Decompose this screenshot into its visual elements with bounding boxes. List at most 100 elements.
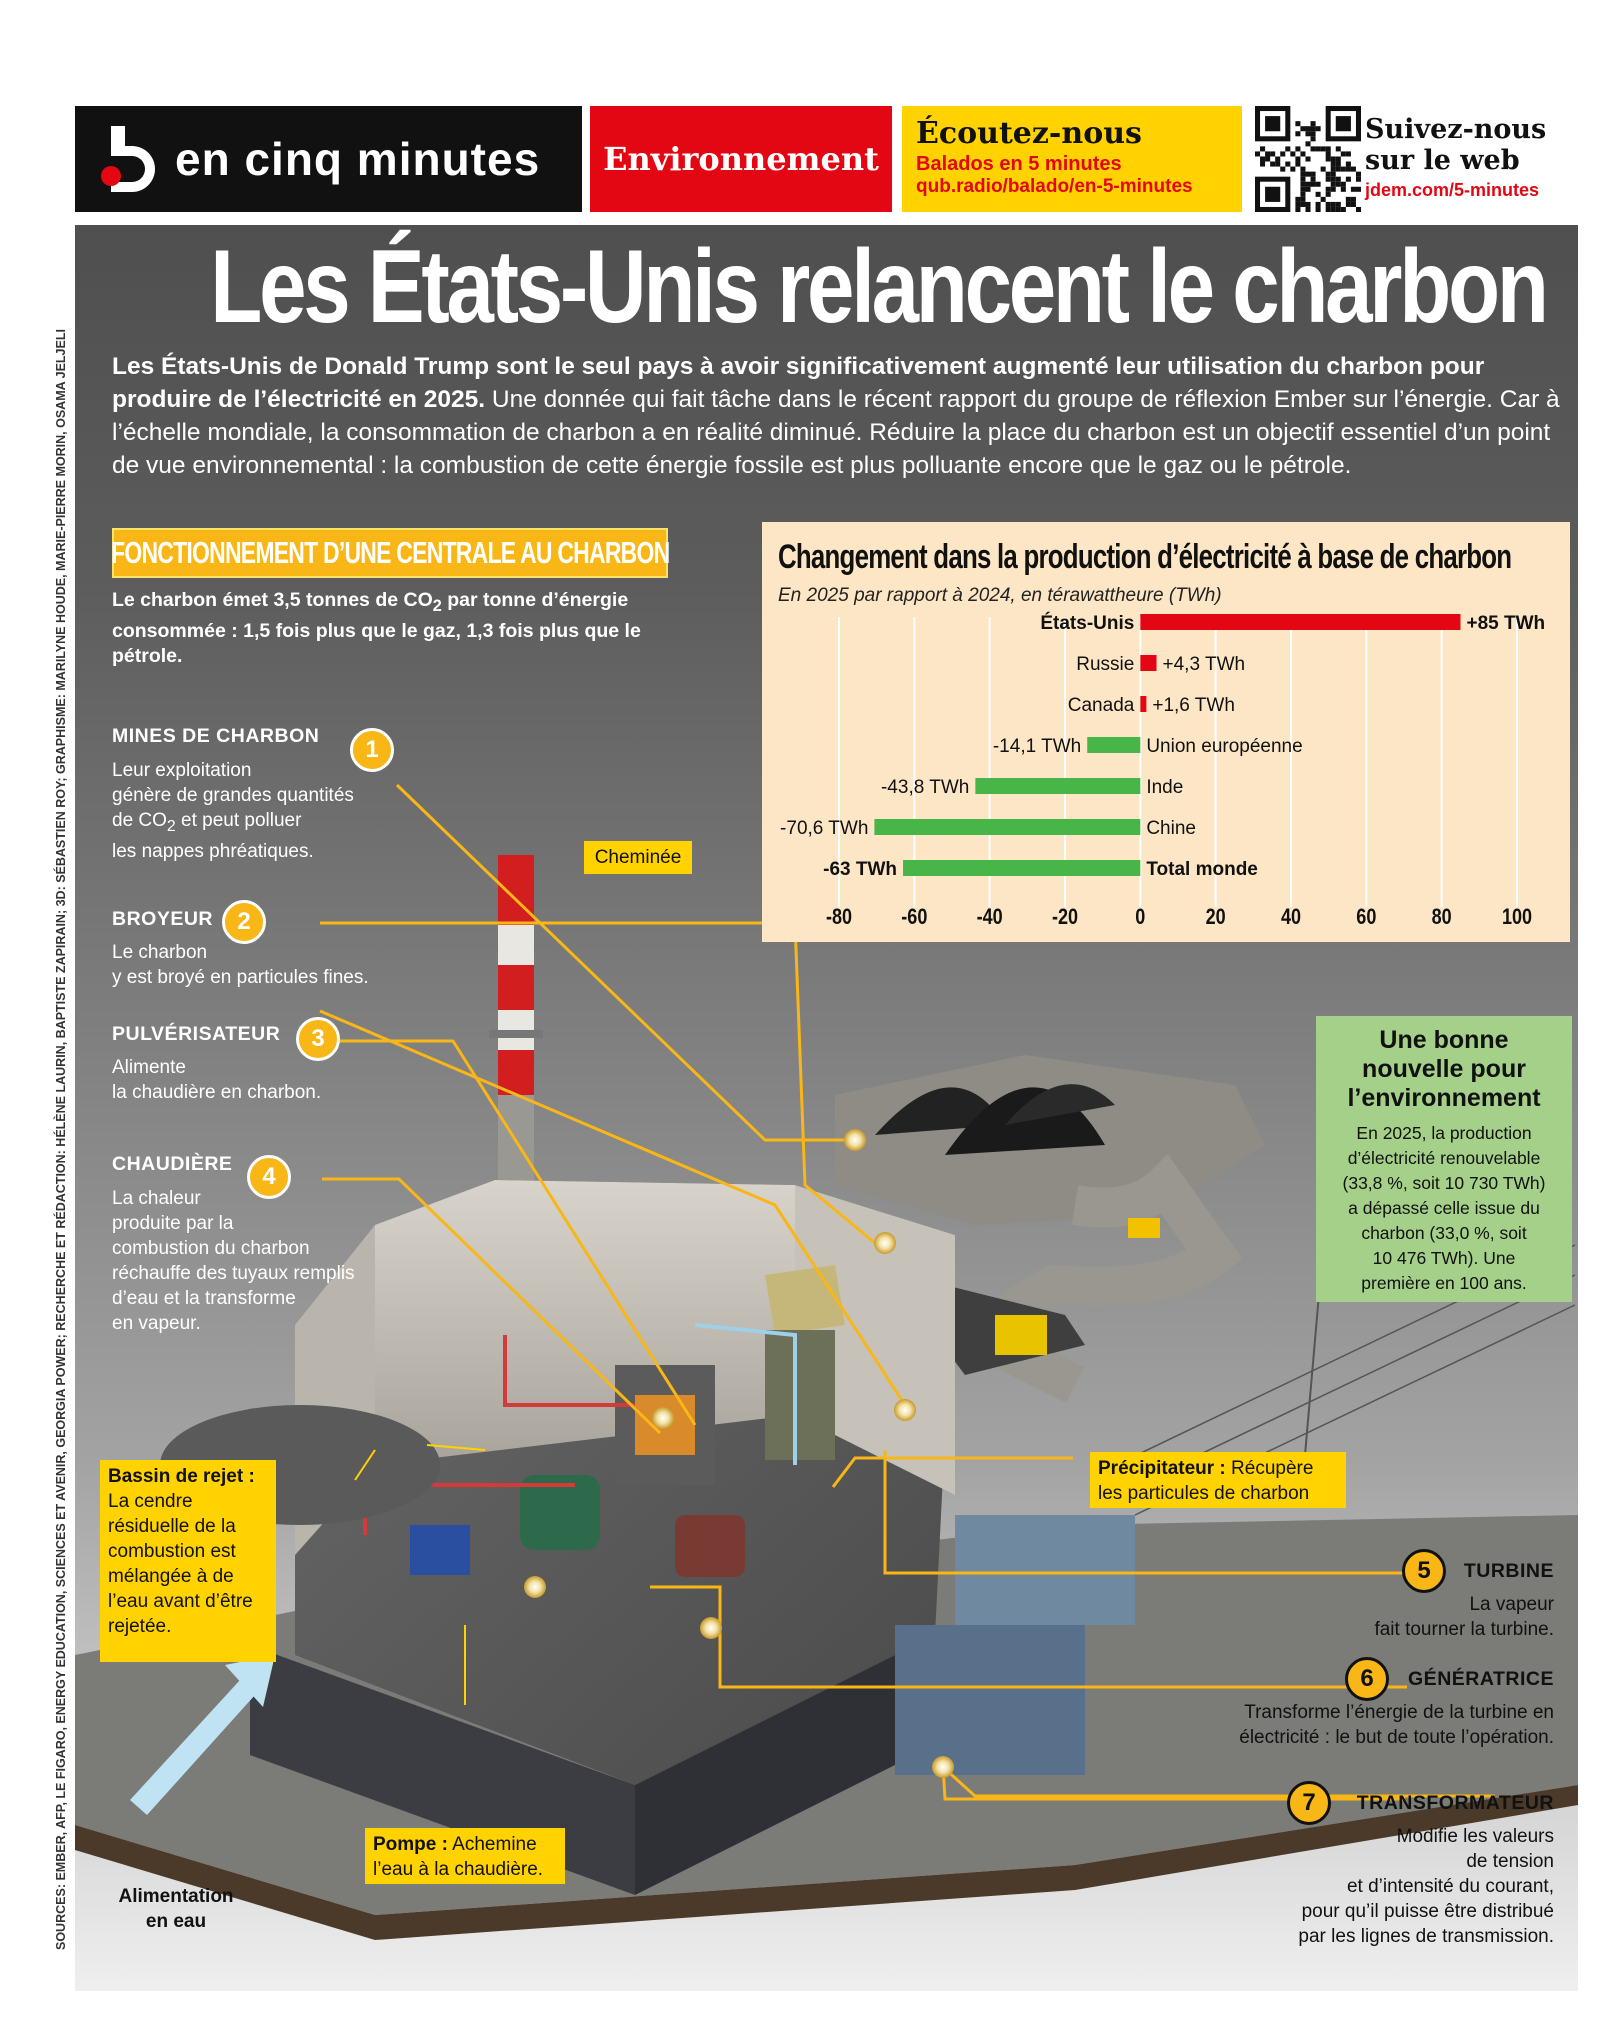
chart-panel bbox=[762, 522, 1570, 942]
step-2-text: Le charbon y est broyé en particules fin… bbox=[112, 940, 432, 990]
category-label: Chine bbox=[1146, 818, 1196, 839]
intro-bold: Les États-Unis de Donald Trump sont le s… bbox=[112, 353, 1485, 413]
value-label: +85 TWh bbox=[1467, 613, 1546, 634]
x-tick-label: -20 bbox=[1052, 905, 1078, 929]
bar bbox=[1140, 655, 1157, 671]
step-6-title: GÉNÉRATRICE bbox=[1408, 1668, 1554, 1690]
step-5-badge: 5 bbox=[1402, 1549, 1446, 1593]
section-label[interactable]: Environnement bbox=[590, 106, 892, 212]
listen-title: Écoutez-nous bbox=[916, 116, 1142, 151]
step-2-badge: 2 bbox=[222, 900, 266, 944]
chimney-label: Cheminée bbox=[584, 841, 692, 874]
brand-logo-icon bbox=[101, 124, 161, 194]
precip-text-1: Récupère bbox=[1225, 1458, 1314, 1479]
brand-banner[interactable]: en cinq minutes bbox=[75, 106, 582, 212]
step-7-line: par les lignes de transmission. bbox=[1298, 1926, 1554, 1947]
value-label: -43,8 TWh bbox=[881, 777, 969, 798]
step-1-line-e: les nappes phréatiques. bbox=[112, 840, 314, 862]
precip-bold: Précipitateur : bbox=[1098, 1458, 1226, 1479]
qr-code-icon[interactable] bbox=[1255, 106, 1361, 212]
basin-line: résiduelle de la bbox=[108, 1516, 236, 1537]
listen-url[interactable]: qub.radio/balado/en-5-minutes bbox=[916, 176, 1193, 197]
listen-box[interactable]: Écoutez-nous Balados en 5 minutes qub.ra… bbox=[902, 106, 1242, 212]
value-label: +1,6 TWh bbox=[1152, 695, 1235, 716]
basin-line: mélangée à de bbox=[108, 1566, 234, 1587]
category-label: Union européenne bbox=[1146, 736, 1302, 757]
good-news-title-line: l’environnement bbox=[1347, 1084, 1541, 1112]
category-label: Inde bbox=[1146, 777, 1183, 798]
step-1-text: Leur exploitation génère de grandes quan… bbox=[112, 758, 412, 864]
step-7-line: pour qu’il puisse être distribué bbox=[1301, 1901, 1554, 1922]
step-5-text: La vapeur fait tourner la turbine. bbox=[1200, 1592, 1554, 1642]
step-2-title: BROYEUR bbox=[112, 908, 214, 930]
good-news-title-line: nouvelle pour bbox=[1362, 1055, 1526, 1083]
pump-label: Pompe : Achemine l’eau à la chaudière. bbox=[365, 1828, 565, 1884]
step-3-text: Alimente la chaudière en charbon. bbox=[112, 1055, 432, 1105]
co2-subscript: 2 bbox=[432, 596, 442, 615]
functioning-desc-1: Le charbon émet 3,5 tonnes de CO bbox=[112, 589, 433, 611]
follow-box[interactable]: Suivez-nous sur le web jdem.com/5-minute… bbox=[1365, 114, 1565, 201]
good-news-title: Une bonne nouvelle pour l’environnement bbox=[1328, 1026, 1560, 1113]
good-news-line: d’électricité renouvelable bbox=[1347, 1148, 1541, 1168]
step-3-title: PULVÉRISATEUR bbox=[112, 1023, 281, 1045]
good-news-line: charbon (33,0 %, soit bbox=[1361, 1223, 1527, 1243]
brand-name: en cinq minutes bbox=[175, 133, 541, 185]
follow-line2: sur le web bbox=[1365, 145, 1520, 176]
step-4-line: produite par la bbox=[112, 1213, 234, 1234]
step-5-title: TURBINE bbox=[1463, 1560, 1554, 1582]
step-6-line: électricité : le but de toute l’opératio… bbox=[1239, 1727, 1554, 1748]
precipitator-label: Précipitateur : Récupère les particules … bbox=[1090, 1452, 1346, 1508]
value-label: -70,6 TWh bbox=[780, 818, 868, 839]
good-news-text: En 2025, la production d’électricité ren… bbox=[1328, 1121, 1560, 1296]
step-2-line-a: Le charbon bbox=[112, 942, 208, 963]
x-tick-label: -60 bbox=[901, 905, 927, 929]
good-news-line: 10 476 TWh). Une bbox=[1372, 1248, 1516, 1268]
article-intro: Les États-Unis de Donald Trump sont le s… bbox=[112, 350, 1562, 482]
good-news-line: (33,8 %, soit 10 730 TWh) bbox=[1342, 1173, 1546, 1193]
step-2-line-b: y est broyé en particules fines. bbox=[112, 967, 369, 988]
good-news-line: première en 100 ans. bbox=[1361, 1273, 1527, 1293]
value-label: -63 TWh bbox=[823, 859, 897, 880]
category-label: Total monde bbox=[1146, 859, 1258, 880]
x-tick-label: 20 bbox=[1206, 905, 1226, 929]
step-7-line: de tension bbox=[1466, 1851, 1554, 1872]
step-7-text: Modifie les valeurs de tension et d’inte… bbox=[1150, 1824, 1554, 1949]
value-label: +4,3 TWh bbox=[1163, 654, 1246, 675]
water-line: Alimentation bbox=[118, 1886, 234, 1907]
functioning-desc: Le charbon émet 3,5 tonnes de CO2 par to… bbox=[112, 588, 672, 669]
water-supply-label: Alimentation en eau bbox=[106, 1884, 246, 1934]
intro-rest: Une donnée qui fait tâche dans le récent… bbox=[112, 386, 1560, 479]
step-4-text: La chaleur produite par la combustion du… bbox=[112, 1186, 432, 1336]
functioning-desc-2: par tonne d’énergie consommée : 1,5 fois… bbox=[112, 589, 641, 667]
chart-subtitle: En 2025 par rapport à 2024, en térawatth… bbox=[778, 585, 1222, 606]
step-7-line: Modifie les valeurs bbox=[1396, 1826, 1554, 1847]
category-label: Russie bbox=[1076, 654, 1134, 675]
x-tick-label: 100 bbox=[1502, 905, 1532, 929]
x-tick-label: 0 bbox=[1135, 905, 1145, 929]
step-4-badge: 4 bbox=[247, 1155, 291, 1199]
step-1-badge: 1 bbox=[350, 728, 394, 772]
basin-bold: Bassin de rejet : bbox=[108, 1466, 255, 1487]
basin-line: combustion est bbox=[108, 1541, 236, 1562]
article-title: Les États-Unis relancent le charbon bbox=[210, 229, 1549, 345]
follow-url[interactable]: jdem.com/5-minutes bbox=[1365, 180, 1540, 200]
step-6-line: Transforme l’énergie de la turbine en bbox=[1244, 1702, 1554, 1723]
basin-line: La cendre bbox=[108, 1491, 193, 1512]
step-5-line: La vapeur bbox=[1469, 1594, 1554, 1615]
good-news-title-line: Une bonne bbox=[1379, 1026, 1509, 1054]
bar bbox=[1087, 737, 1141, 753]
step-1-co: de CO bbox=[112, 810, 167, 831]
step-1-sub: 2 bbox=[166, 817, 176, 835]
step-4-line: d’eau et la transforme bbox=[112, 1288, 296, 1309]
x-tick-label: 40 bbox=[1281, 905, 1301, 929]
bar bbox=[1140, 696, 1147, 712]
step-1-title: MINES DE CHARBON bbox=[112, 725, 320, 747]
x-tick-label: -80 bbox=[826, 905, 852, 929]
step-6-badge: 6 bbox=[1345, 1657, 1389, 1701]
chart-grid bbox=[838, 617, 1518, 907]
step-7-badge: 7 bbox=[1287, 1781, 1331, 1825]
bar bbox=[903, 860, 1141, 876]
category-label: Canada bbox=[1068, 695, 1135, 716]
